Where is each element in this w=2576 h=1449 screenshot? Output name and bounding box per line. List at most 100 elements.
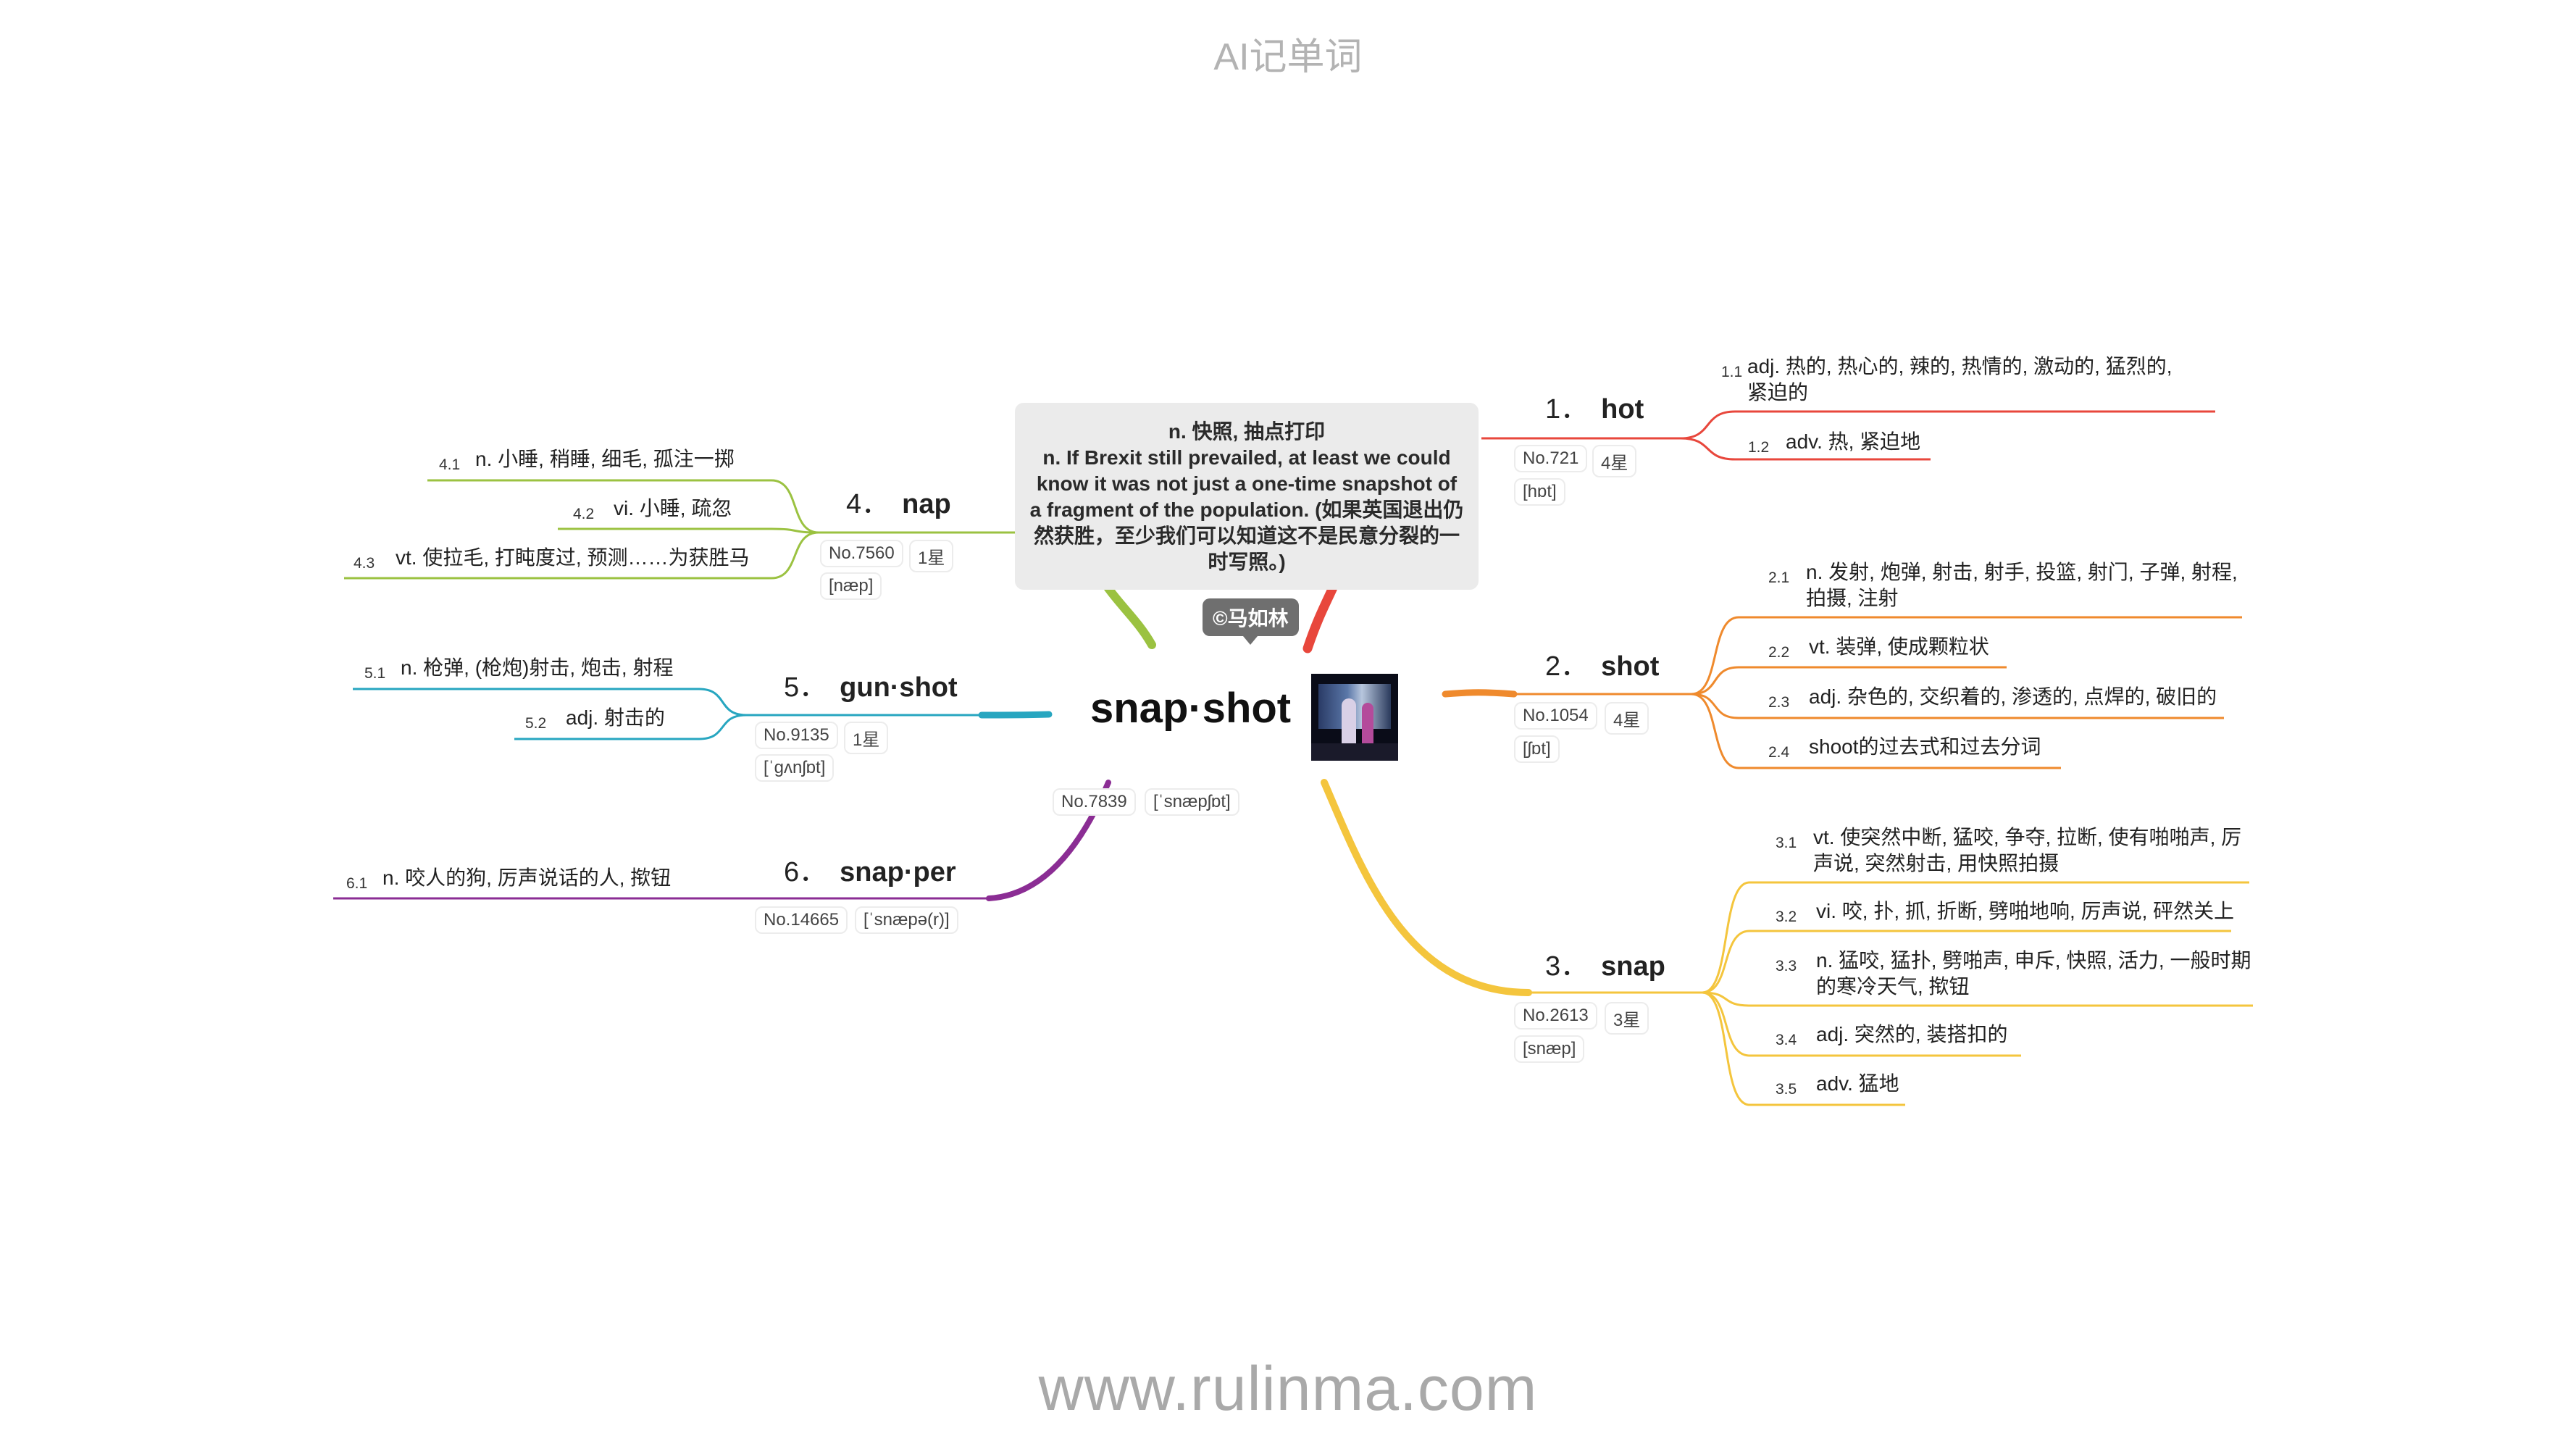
sense-number: 2.4 (1768, 744, 1790, 761)
central-phonetic-tag: [ˈsnæpʃɒt] (1145, 788, 1239, 816)
sense-5-2: 5.2 adj. 射击的 (525, 705, 665, 732)
sense-number: 3.1 (1776, 835, 1797, 851)
branch-word: gun·shot (840, 672, 958, 703)
sense-number: 6.1 (346, 875, 368, 892)
sense-number: 3.3 (1776, 958, 1797, 974)
branch-snapper[interactable]: 6． snap·per (784, 849, 956, 889)
sense-text: adj. 杂色的, 交织着的, 渗透的, 点焊的, 破旧的 (1809, 685, 2217, 708)
note-example-sentence: n. If Brexit still prevailed, at least w… (1029, 446, 1464, 573)
branch-nap[interactable]: 4． nap (846, 481, 951, 521)
phonetic-tag: [næp] (820, 572, 882, 600)
phonetic-tag: [ʃɒt] (1514, 735, 1560, 763)
rank-tag: No.2613 (1514, 1002, 1597, 1030)
star-tag: 4星 (1605, 702, 1649, 735)
sense-text: vt. 使突然中断, 猛咬, 争夺, 拉断, 使有啪啪声, 厉 (1813, 826, 2242, 848)
star-tag: 3星 (1605, 1002, 1649, 1035)
sense-text: n. 枪弹, (枪炮)射击, 炮击, 射程 (401, 656, 674, 679)
sense-text: n. 发射, 炮弹, 射击, 射手, 投篮, 射门, 子弹, 射程, (1806, 561, 2238, 583)
phonetic-tag: [snæp] (1514, 1035, 1585, 1063)
sense-number: 5.2 (525, 715, 547, 732)
sense-text-cont: 紧迫的 (1747, 381, 1809, 404)
branch-snap[interactable]: 3． snap (1545, 943, 1665, 983)
branch-number: 4． (846, 489, 890, 519)
branch-number: 5． (784, 672, 827, 703)
sense-text: shoot的过去式和过去分词 (1809, 735, 2041, 758)
branch-shot[interactable]: 2． shot (1545, 643, 1659, 683)
sense-1-2: 1.2 adv. 热, 紧迫地 (1748, 429, 1921, 456)
branch-word: nap (902, 489, 951, 519)
sense-text: vi. 小睡, 疏忽 (614, 497, 732, 519)
sense-text-cont: 声说, 突然射击, 用快照拍摄 (1813, 852, 2059, 874)
branch-word: shot (1601, 651, 1660, 682)
sense-3-2: 3.2 vi. 咬, 扑, 抓, 折断, 劈啪地响, 厉声说, 砰然关上 (1776, 898, 2235, 925)
branch-number: 6． (784, 857, 827, 888)
central-rank-tag: No.7839 (1053, 788, 1136, 816)
sense-3-1: 3.1 vt. 使突然中断, 猛咬, 争夺, 拉断, 使有啪啪声, 厉 声说, … (1776, 824, 2242, 877)
sense-number: 4.3 (354, 555, 375, 572)
sense-number: 4.1 (439, 456, 461, 473)
sense-text: vt. 使拉毛, 打盹度过, 预测……为获胜马 (396, 546, 750, 569)
sense-text: adv. 猛地 (1816, 1072, 1899, 1095)
rank-tag: No.7560 (820, 540, 903, 567)
sense-3-5: 3.5 adv. 猛地 (1776, 1071, 1899, 1098)
branch-gunshot[interactable]: 5． gun·shot (784, 664, 958, 704)
sense-text-cont: 拍摄, 注射 (1806, 587, 1899, 609)
sense-text: n. 小睡, 稍睡, 细毛, 孤注一掷 (475, 448, 735, 470)
branch-word: hot (1601, 394, 1644, 425)
sense-4-3: 4.3 vt. 使拉毛, 打盹度过, 预测……为获胜马 (354, 545, 750, 572)
sense-number: 1.1 (1721, 364, 1743, 380)
sense-2-3: 2.3 adj. 杂色的, 交织着的, 渗透的, 点焊的, 破旧的 (1768, 684, 2217, 711)
sense-2-4: 2.4 shoot的过去式和过去分词 (1768, 734, 2041, 761)
sense-text: adj. 突然的, 装搭扣的 (1816, 1023, 2008, 1045)
note-definition: n. 快照, 抽点打印 (1168, 420, 1326, 443)
branch-number: 2． (1545, 651, 1589, 682)
phonetic-tag: [hɒt] (1514, 478, 1565, 506)
sense-text: vt. 装弹, 使成颗粒状 (1809, 635, 1989, 658)
sense-number: 1.2 (1748, 439, 1770, 456)
app-title: AI记单词 (1213, 36, 1363, 78)
sense-number: 2.1 (1768, 569, 1790, 586)
sense-number: 3.5 (1776, 1081, 1797, 1098)
movie-still-image (1311, 674, 1398, 761)
rank-tag: No.721 (1514, 445, 1588, 472)
rank-tag: No.9135 (755, 722, 838, 749)
branch-hot[interactable]: 1． hot (1545, 386, 1644, 426)
sense-text: n. 猛咬, 猛扑, 劈啪声, 申斥, 快照, 活力, 一般时期 (1816, 949, 2251, 972)
sense-text: adj. 射击的 (566, 706, 665, 729)
phonetic-tag: [ˈɡʌnʃɒt] (755, 754, 835, 782)
branch-word: snap·per (840, 857, 956, 888)
sense-2-2: 2.2 vt. 装弹, 使成颗粒状 (1768, 634, 1989, 661)
star-tag: 1星 (844, 722, 889, 754)
sense-number: 3.2 (1776, 909, 1797, 925)
sense-1-1: 1.1 adj. 热的, 热心的, 辣的, 热情的, 激动的, 猛烈的, 紧迫的 (1721, 354, 2173, 406)
sense-text: vi. 咬, 扑, 抓, 折断, 劈啪地响, 厉声说, 砰然关上 (1816, 900, 2235, 922)
sense-number: 2.3 (1768, 694, 1790, 711)
phonetic-tag: [ˈsnæpə(r)] (855, 906, 958, 934)
sense-text-cont: 的寒冷天气, 揿钮 (1816, 975, 1970, 998)
star-tag: 4星 (1592, 445, 1637, 477)
sense-4-1: 4.1 n. 小睡, 稍睡, 细毛, 孤注一掷 (439, 446, 735, 473)
sense-text: adv. 热, 紧迫地 (1786, 430, 1921, 453)
branch-number: 1． (1545, 394, 1589, 425)
sense-text: n. 咬人的狗, 厉声说话的人, 揿钮 (382, 867, 672, 889)
sense-6-1: 6.1 n. 咬人的狗, 厉声说话的人, 揿钮 (346, 865, 672, 892)
credit-badge: ©马如林 (1203, 598, 1299, 645)
sense-number: 2.2 (1768, 644, 1790, 661)
sense-number: 4.2 (573, 506, 595, 522)
sense-text: adj. 热的, 热心的, 辣的, 热情的, 激动的, 猛烈的, (1747, 355, 2173, 377)
sense-number: 3.4 (1776, 1032, 1797, 1048)
footer-url[interactable]: www.rulinma.com (1038, 1354, 1538, 1424)
rank-tag: No.1054 (1514, 702, 1597, 730)
branch-word: snap (1601, 951, 1665, 982)
sense-3-3: 3.3 n. 猛咬, 猛扑, 劈啪声, 申斥, 快照, 活力, 一般时期 的寒冷… (1776, 948, 2251, 1000)
sense-5-1: 5.1 n. 枪弹, (枪炮)射击, 炮击, 射程 (364, 655, 674, 682)
branch-number: 3． (1545, 951, 1589, 982)
sense-4-2: 4.2 vi. 小睡, 疏忽 (573, 496, 732, 522)
sense-2-1: 2.1 n. 发射, 炮弹, 射击, 射手, 投篮, 射门, 子弹, 射程, 拍… (1768, 559, 2238, 611)
example-note: n. 快照, 抽点打印 n. If Brexit still prevailed… (1015, 403, 1479, 590)
rank-tag: No.14665 (755, 906, 848, 934)
central-word[interactable]: snap·shot (1090, 685, 1292, 732)
sense-number: 5.1 (364, 665, 386, 682)
star-tag: 1星 (909, 540, 954, 572)
sense-3-4: 3.4 adj. 突然的, 装搭扣的 (1776, 1022, 2008, 1048)
